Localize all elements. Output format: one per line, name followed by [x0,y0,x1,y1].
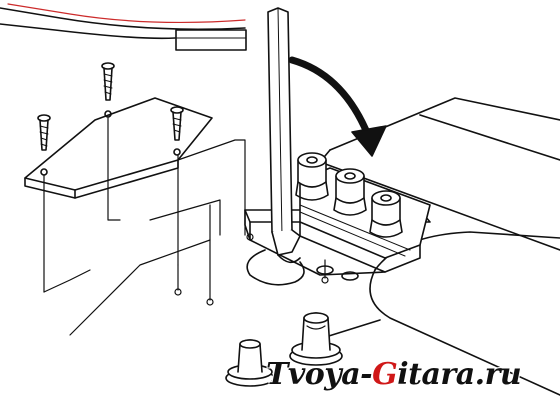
mounting-screw [101,62,115,118]
mounting-screw [170,106,184,156]
mounting-screw [37,114,51,176]
strap-button [289,312,343,366]
watermark-prefix: Tvoya- [266,357,373,392]
site-watermark: Tvoya-Gitara.ru [266,357,522,392]
clamp-bolt [369,190,403,238]
guitar-body-edge [0,3,247,51]
strap-button [225,339,275,387]
watermark-accent-letter: G [372,357,398,392]
red-string [7,3,246,24]
cover-plate [24,97,213,199]
clamp-bolt [333,168,367,216]
turn-direction-arrow [288,56,387,157]
clamp-bolt [295,152,329,201]
watermark-suffix: itara.ru [397,357,522,392]
allen-key [267,7,301,264]
